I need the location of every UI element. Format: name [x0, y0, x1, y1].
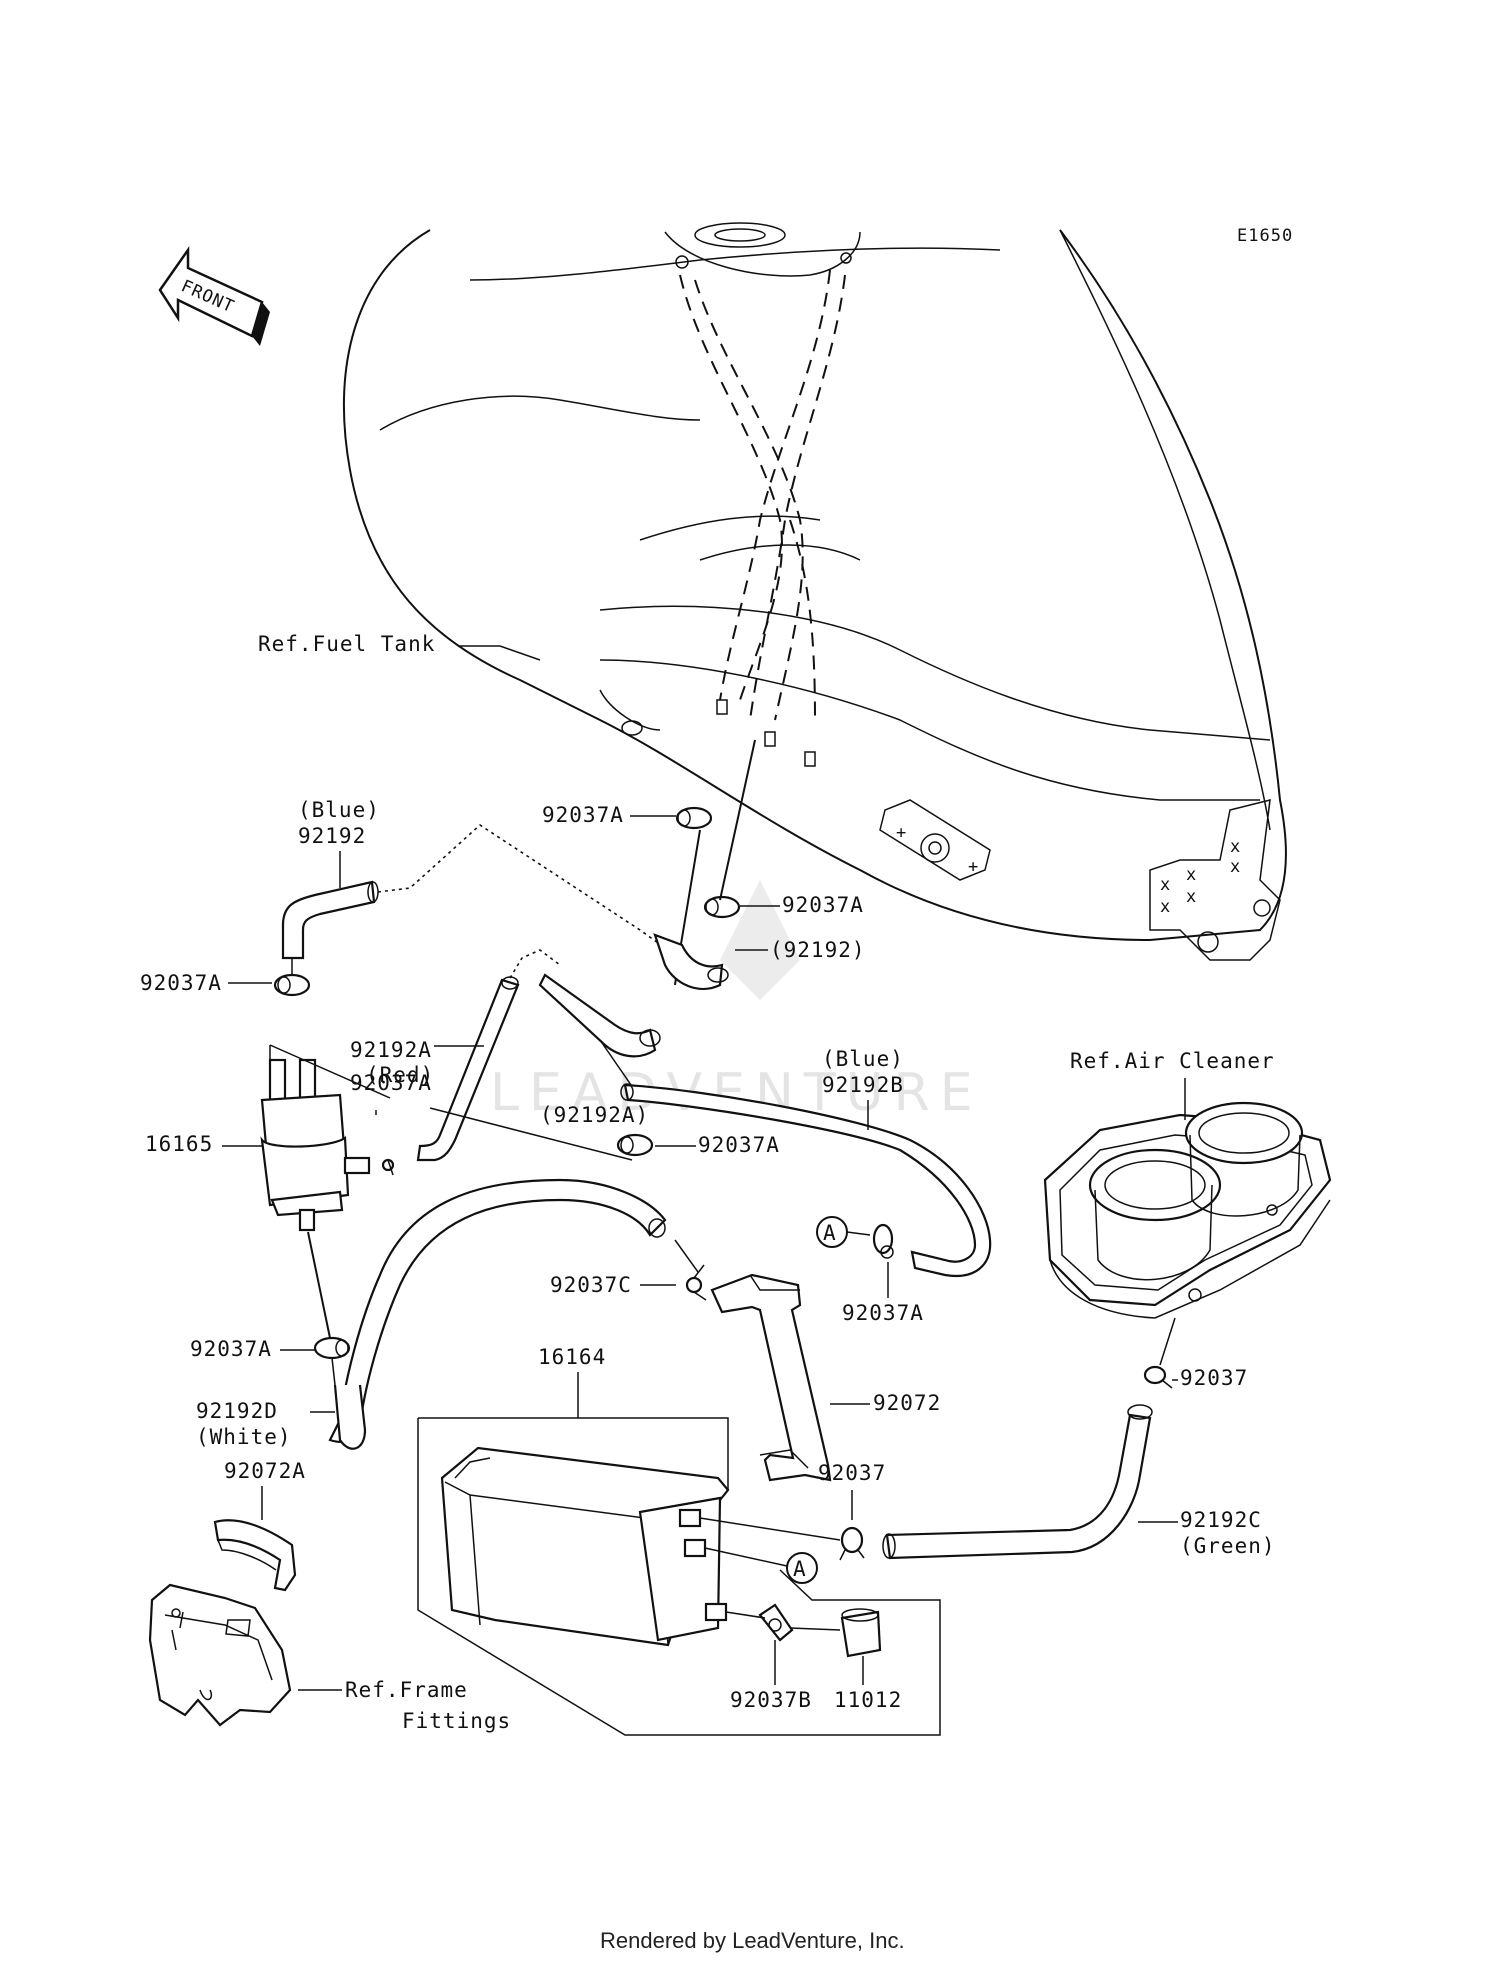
svg-text:x: x	[1230, 837, 1241, 857]
fuel-filter-illustration	[260, 1058, 371, 1232]
clamp-icon	[703, 895, 741, 919]
label-blue-1: (Blue)	[298, 798, 380, 822]
clamp-icon	[685, 1264, 707, 1301]
strap-92072a	[213, 1519, 297, 1592]
label-green: (Green)	[1180, 1534, 1276, 1558]
label-16165: 16165	[145, 1132, 213, 1156]
clamp-icon	[675, 806, 713, 830]
label-92192b: 92192B	[822, 1073, 904, 1097]
label-blue-2: (Blue)	[822, 1047, 904, 1071]
label-92192a: 92192A	[350, 1038, 432, 1062]
footer-credit: Rendered by LeadVenture, Inc.	[600, 1928, 905, 1953]
svg-text:x: x	[1186, 865, 1197, 885]
watermark: LEADVENTURE	[490, 880, 973, 1123]
hose-92192c	[882, 1404, 1153, 1560]
clamp-icon	[839, 1526, 865, 1561]
hose-92192a-center	[538, 973, 661, 1058]
hose-92192-right	[653, 933, 729, 990]
label-92037a-right: 92037A	[782, 893, 864, 917]
label-92037a-mid: 92037A	[350, 1071, 432, 1095]
label-92037a-left: 92037A	[140, 971, 222, 995]
label-92037-right: 92037	[1180, 1366, 1248, 1390]
clamp-icon	[758, 1603, 794, 1642]
frame-fittings-illustration	[148, 1583, 292, 1727]
clamp-icon	[313, 1336, 351, 1360]
bracket-92072	[710, 1273, 832, 1482]
svg-text:x: x	[1230, 857, 1241, 877]
svg-text:+: +	[968, 857, 979, 877]
svg-text:x: x	[1186, 887, 1197, 907]
label-white: (White)	[196, 1425, 292, 1449]
label-92072: 92072	[873, 1391, 941, 1415]
label-92037a-low: 92037A	[190, 1337, 272, 1361]
label-11012: 11012	[834, 1688, 902, 1712]
label-92037b: 92037B	[730, 1688, 812, 1712]
label-16164: 16164	[538, 1345, 606, 1369]
label-92192: 92192	[298, 824, 366, 848]
svg-text:x: x	[1160, 875, 1171, 895]
label-92037c: 92037C	[550, 1273, 632, 1297]
diagram-code: E1650	[1237, 226, 1293, 246]
label-ref-fuel-tank: Ref.Fuel Tank	[258, 632, 435, 656]
charcoal-canister-illustration	[440, 1446, 730, 1647]
hose-92192	[281, 880, 379, 960]
label-92192a-paren: (92192A)	[540, 1103, 649, 1127]
label-92037-mid: 92037	[818, 1461, 886, 1485]
fuel-tank-illustration: + + x x x x x x	[343, 222, 1287, 961]
clamp-icon	[872, 1223, 894, 1259]
clamp-icon	[273, 973, 311, 997]
clamp-icon	[381, 1158, 395, 1176]
label-92072a: 92072A	[224, 1459, 306, 1483]
label-red: (Red)	[366, 1063, 434, 1087]
label-ref-air-cleaner: Ref.Air Cleaner	[1070, 1049, 1275, 1073]
reference-circle-a	[786, 1552, 818, 1584]
front-arrow-icon: FRONT	[158, 246, 270, 346]
label-92037a-top: 92037A	[542, 803, 624, 827]
svg-text:+: +	[896, 823, 907, 843]
svg-text:x: x	[1160, 897, 1171, 917]
label-circle-a-1: A	[823, 1221, 837, 1245]
label-circle-a-2: A	[793, 1557, 807, 1581]
label-92192-paren: (92192)	[770, 938, 866, 962]
label-92037a-b: 92037A	[698, 1133, 780, 1157]
air-cleaner-illustration	[1043, 1101, 1332, 1319]
label-92192d: 92192D	[196, 1399, 278, 1423]
label-92192c: 92192C	[1180, 1508, 1262, 1532]
hose-92037c-return	[328, 1178, 667, 1450]
label-fittings: Fittings	[402, 1709, 511, 1733]
clamp-icon	[616, 1133, 654, 1157]
label-ref-frame: Ref.Frame	[345, 1678, 468, 1702]
cap-11012	[840, 1608, 882, 1658]
label-92037a-c: 92037A	[842, 1301, 924, 1325]
clamp-icon	[1143, 1365, 1173, 1389]
